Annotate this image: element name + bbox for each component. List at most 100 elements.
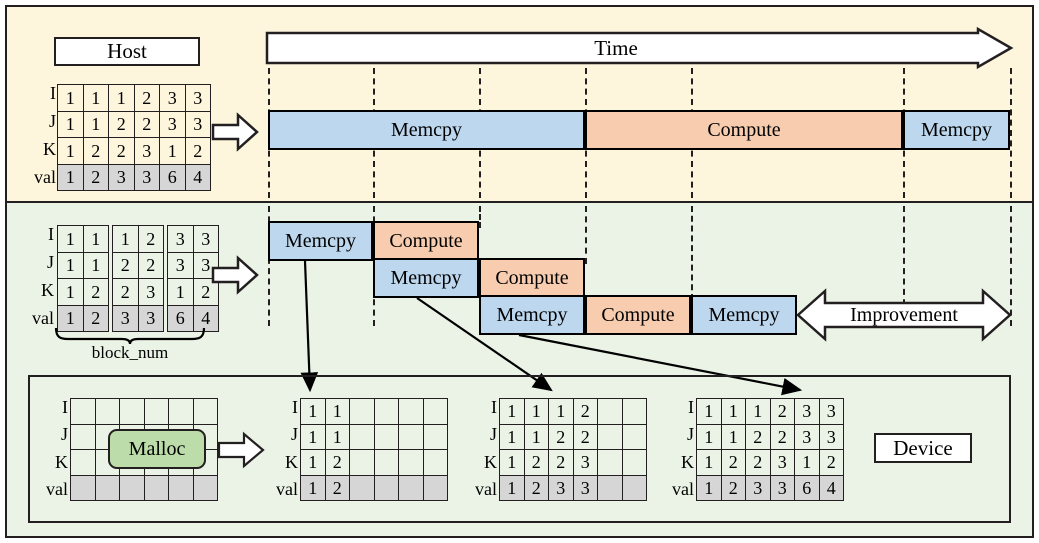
table-cell: 2 bbox=[324, 474, 350, 501]
table-cell: 3 bbox=[167, 225, 194, 253]
table-cell: 2 bbox=[745, 423, 771, 450]
table-cell: 3 bbox=[572, 449, 598, 476]
table-cell bbox=[119, 398, 145, 425]
row-label-i: I bbox=[62, 397, 68, 417]
stage2-row-labels: I J K val bbox=[467, 398, 497, 498]
stream1-bar-compute: Compute bbox=[373, 221, 479, 261]
table-cell: 1 bbox=[324, 398, 350, 425]
table-cell bbox=[422, 398, 448, 425]
table-cell: 2 bbox=[769, 423, 795, 450]
row-label-i: I bbox=[688, 397, 694, 417]
table-cell bbox=[349, 449, 375, 476]
row-label-i: I bbox=[491, 397, 497, 417]
malloc-badge: Malloc bbox=[108, 429, 206, 469]
host-bar-compute: Compute bbox=[585, 110, 903, 150]
table-row bbox=[70, 474, 218, 501]
table-cell: 1 bbox=[300, 474, 326, 501]
table-cell: 2 bbox=[523, 474, 549, 501]
table-cell: 1 bbox=[57, 278, 84, 306]
table-cell: 3 bbox=[794, 423, 820, 450]
table-cell: 2 bbox=[137, 225, 164, 253]
table-cell: 2 bbox=[572, 398, 598, 425]
table-cell bbox=[192, 474, 218, 501]
table-cell: 2 bbox=[82, 304, 109, 332]
table-cell: 2 bbox=[82, 163, 109, 191]
table-cell: 2 bbox=[720, 449, 746, 476]
stream3-bar-memcpy-1: Memcpy bbox=[479, 295, 585, 335]
row-label-j: J bbox=[48, 111, 56, 131]
row-label-val: val bbox=[475, 478, 497, 499]
table-cell: 1 bbox=[696, 398, 722, 425]
time-axis-label: Time bbox=[594, 35, 638, 60]
table-cell: 1 bbox=[548, 398, 574, 425]
row-label-k: K bbox=[55, 451, 68, 472]
table-cell bbox=[398, 423, 424, 450]
row-label-j: J bbox=[686, 424, 694, 445]
stream3-bar-compute: Compute bbox=[585, 295, 691, 335]
grid-line bbox=[1010, 68, 1012, 198]
table-cell: 6 bbox=[159, 163, 186, 191]
table-cell: 1 bbox=[745, 398, 771, 425]
table-cell: 1 bbox=[794, 449, 820, 476]
table-cell bbox=[597, 474, 623, 501]
table-cell: 1 bbox=[57, 110, 84, 138]
table-cell bbox=[70, 423, 96, 450]
host-bar-memcpy-1: Memcpy bbox=[268, 110, 585, 150]
table-cell: 2 bbox=[108, 110, 135, 138]
stream2-bar-memcpy: Memcpy bbox=[373, 258, 479, 298]
table-cell bbox=[597, 423, 623, 450]
row-label-j: J bbox=[290, 424, 298, 445]
row-label-i: I bbox=[292, 397, 298, 417]
stream1-bar-memcpy: Memcpy bbox=[268, 221, 373, 261]
table-cell: 1 bbox=[696, 449, 722, 476]
table-cell bbox=[373, 398, 399, 425]
table-cell: 2 bbox=[548, 423, 574, 450]
row-label-j: J bbox=[489, 424, 497, 445]
table-cell: 1 bbox=[696, 423, 722, 450]
table-cell: 3 bbox=[137, 304, 164, 332]
device-label: Device bbox=[874, 433, 972, 463]
row-label-val: val bbox=[672, 478, 694, 499]
table-cell bbox=[349, 423, 375, 450]
table-cell: 2 bbox=[184, 137, 211, 165]
row-label-k: K bbox=[484, 451, 497, 472]
table-cell bbox=[398, 474, 424, 501]
table-cell bbox=[94, 474, 120, 501]
improvement-label: Improvement bbox=[850, 303, 958, 326]
table-cell: 3 bbox=[572, 474, 598, 501]
table-cell bbox=[168, 398, 194, 425]
table-cell: 2 bbox=[769, 398, 795, 425]
table-cell bbox=[70, 449, 96, 476]
pipeline-connector-arrows bbox=[300, 260, 803, 396]
table-cell bbox=[192, 398, 218, 425]
table-cell bbox=[94, 398, 120, 425]
table-cell: 3 bbox=[112, 304, 139, 332]
row-label-k: K bbox=[41, 280, 54, 300]
grid-line bbox=[691, 206, 693, 300]
table-cell: 1 bbox=[499, 423, 525, 450]
table-cell: 2 bbox=[82, 137, 109, 165]
table-cell: 2 bbox=[133, 110, 160, 138]
table-cell: 6 bbox=[794, 474, 820, 501]
table-cell: 1 bbox=[159, 137, 186, 165]
table-cell: 1 bbox=[720, 398, 746, 425]
table-cell: 1 bbox=[82, 110, 109, 138]
table-cell bbox=[70, 398, 96, 425]
